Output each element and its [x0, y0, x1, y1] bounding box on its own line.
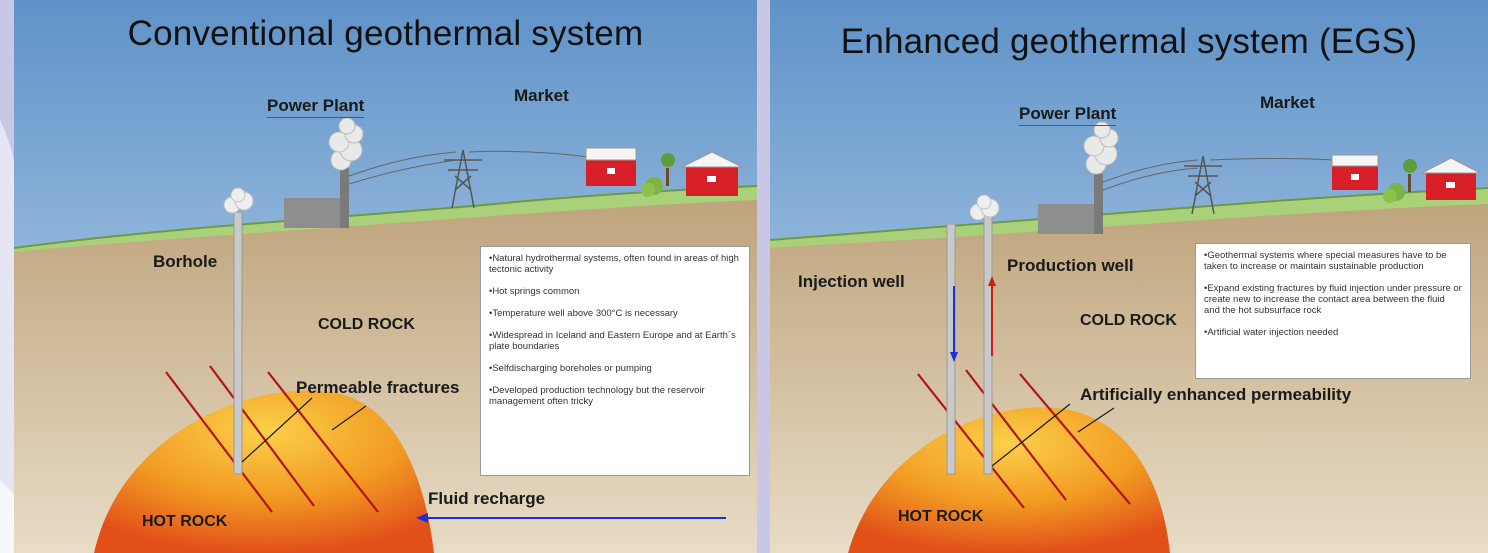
info-item: •Widespread in Iceland and Eastern Europ… — [489, 330, 736, 352]
egs-panel: Enhanced geothermal system (EGS) Power P… — [770, 0, 1488, 553]
egs-title: Enhanced geothermal system (EGS) — [840, 22, 1418, 61]
egs-info-box: •Geothermal systems where special measur… — [1195, 243, 1471, 379]
market-label: Market — [514, 86, 569, 105]
egs-scene — [770, 0, 1488, 553]
conventional-info-box: •Natural hydrothermal systems, often fou… — [480, 246, 750, 476]
power-plant-label: Power Plant — [1019, 104, 1117, 126]
cold-rock-label: COLD ROCK — [318, 316, 415, 333]
hot-rock-label: HOT ROCK — [898, 508, 984, 525]
market-label: Market — [1260, 93, 1315, 112]
fracture-lines — [917, 369, 1131, 509]
info-item: •Expand existing fractures by fluid inje… — [1204, 283, 1462, 316]
conventional-system-panel: Conventional geothermal system Power Pla… — [14, 0, 757, 553]
power-plant-label: Power Plant — [267, 96, 365, 118]
production-well-label: Production well — [1007, 256, 1134, 275]
permeability-label: Artificially enhanced permeability — [1080, 385, 1352, 404]
info-item: •Hot springs common — [489, 286, 580, 297]
fluid-recharge-label: Fluid recharge — [428, 489, 546, 508]
injection-well-label: Injection well — [798, 272, 905, 291]
info-item: •Developed production technology but the… — [489, 385, 705, 407]
info-item: •Artificial water injection needed — [1204, 327, 1339, 338]
pylon-icon — [444, 149, 482, 209]
info-item: •Natural hydrothermal systems, often fou… — [489, 253, 739, 275]
info-item: •Geothermal systems where special measur… — [1204, 250, 1447, 272]
hot-rock-label: HOT ROCK — [142, 513, 228, 530]
borehole-label: Borhole — [153, 252, 218, 271]
info-item: •Selfdischarging boreholes or pumping — [489, 363, 652, 374]
permeable-fractures-label: Permeable fractures — [296, 378, 460, 397]
conventional-title: Conventional geothermal system — [127, 14, 644, 53]
cold-rock-label: COLD ROCK — [1080, 312, 1177, 329]
pylon-icon — [1184, 155, 1222, 215]
fracture-lines — [165, 365, 379, 513]
info-item: •Temperature well above 300°C is necessa… — [489, 308, 678, 319]
